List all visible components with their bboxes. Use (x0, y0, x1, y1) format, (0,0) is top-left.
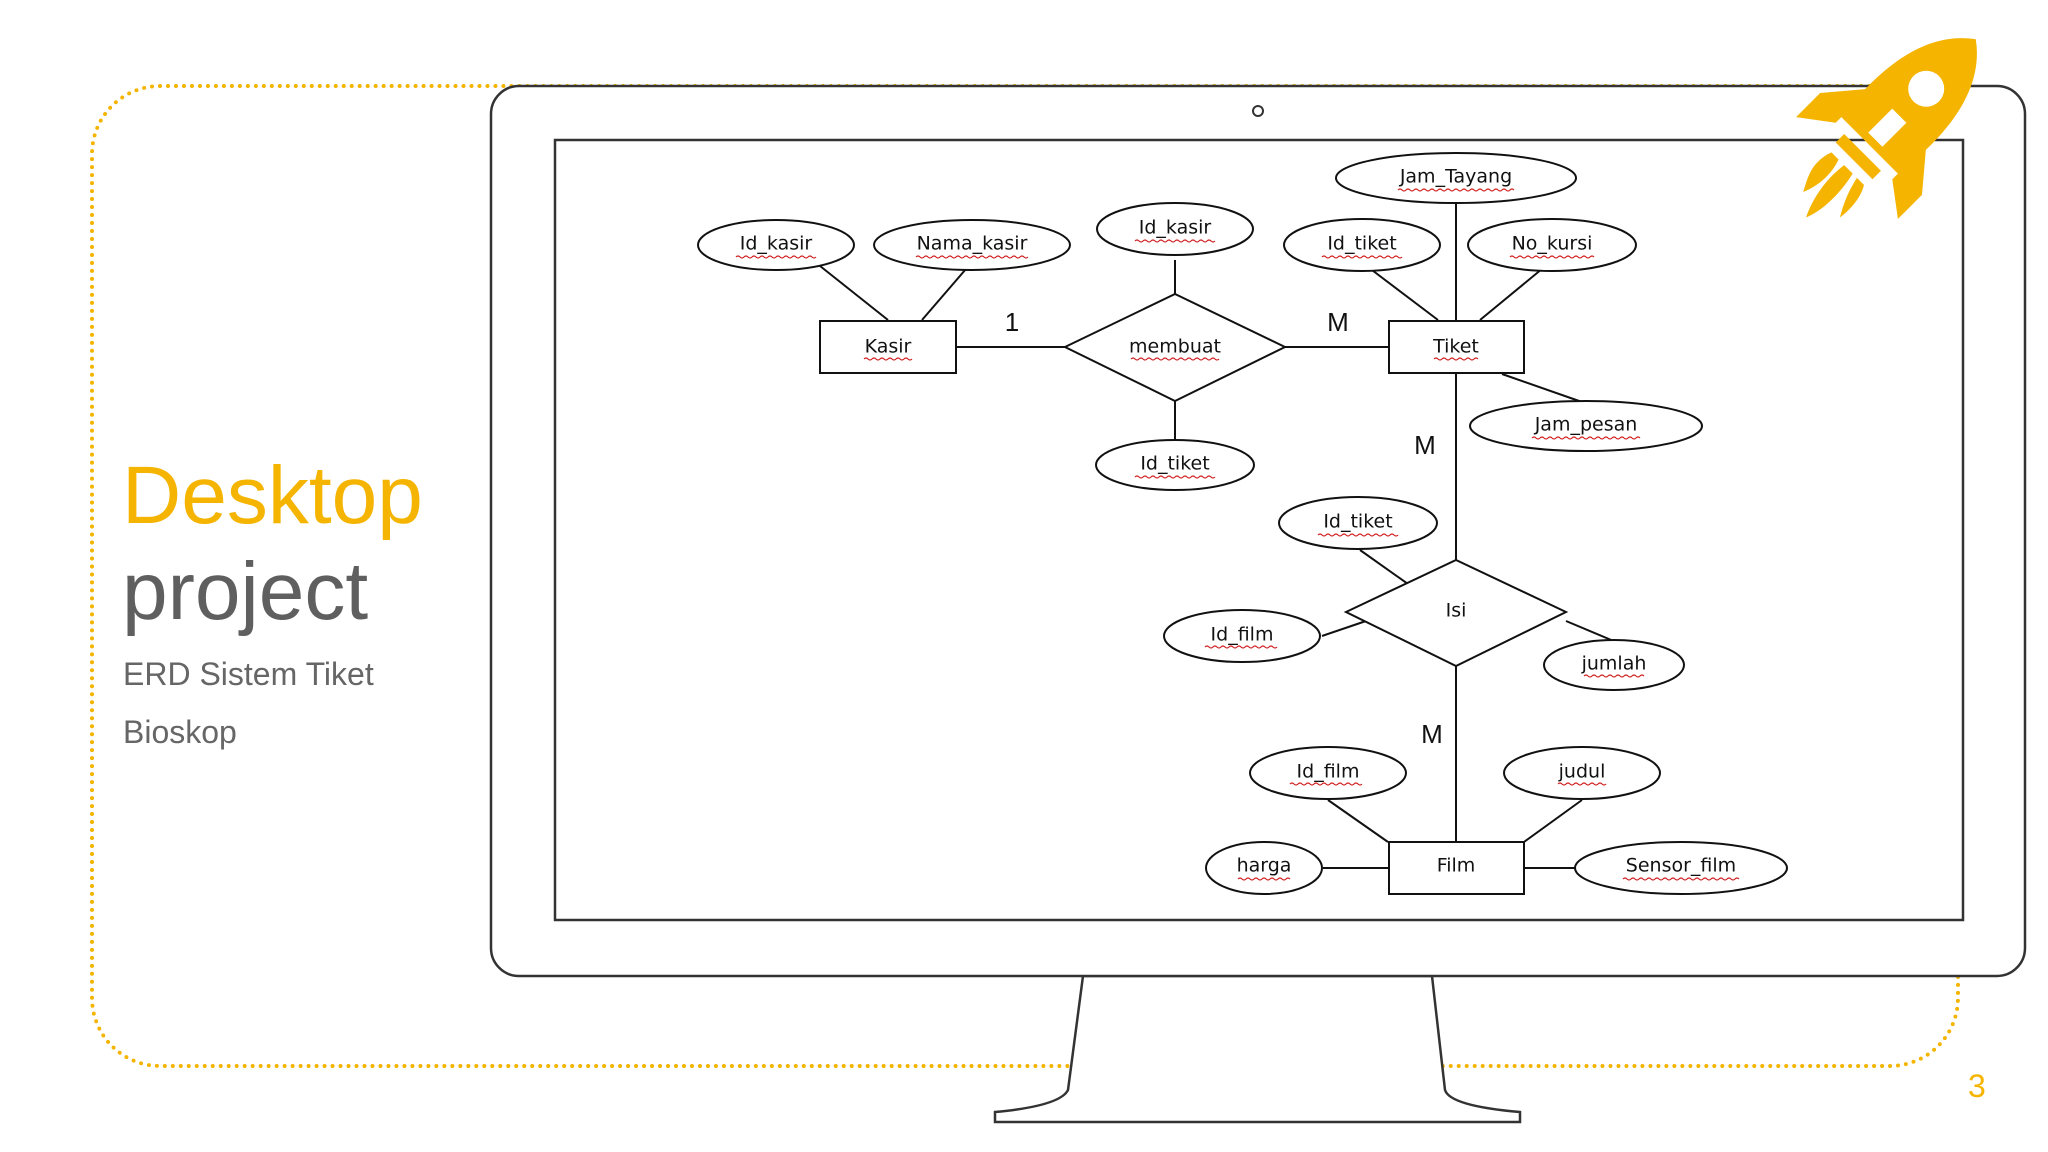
erd-attr-film-harga-label: harga (1237, 855, 1292, 877)
erd-attr-film-harga (1205, 841, 1323, 895)
erd-attr-tiket-jam-tayang (1335, 152, 1577, 204)
monitor-stand (993, 974, 1522, 1124)
title-line-desktop: Desktop (122, 450, 423, 541)
rocket-icon (1796, 38, 1977, 219)
erd-entity-tiket-label: Tiket (1432, 336, 1479, 358)
page-number: 3 (1968, 1068, 1986, 1104)
erd-attr-film-judul-label: judul (1558, 761, 1606, 783)
erd-attr-tiket-jam-tayang-label: Jam_Tayang (1399, 166, 1512, 188)
subtitle-line-1: ERD Sistem Tiket (123, 656, 374, 692)
erd-attr-film-sensor (1574, 841, 1788, 895)
erd-relationship-membuat-label: membuat (1129, 336, 1221, 358)
erd-attr-isi-id-film-label: Id_film (1211, 624, 1274, 646)
title-line-project: project (122, 546, 369, 637)
erd-attr-film-judul (1503, 746, 1661, 800)
erd-attr-isi-jumlah (1543, 639, 1685, 691)
erd-entity-film-label: Film (1437, 855, 1476, 877)
erd-cardinality-membuat-tiket: M (1327, 307, 1349, 337)
subtitle-line-2: Bioskop (123, 714, 237, 750)
erd-attr-membuat-id-kasir-label: Id_kasir (1139, 217, 1212, 239)
erd-attr-tiket-jam-pesan (1469, 400, 1703, 452)
erd-attr-tiket-no-kursi (1467, 218, 1637, 272)
erd-diagram: Kasir Tiket Film membuat Isi Id_kasir Na… (697, 152, 1788, 895)
erd-cardinality-isi-film: M (1421, 719, 1443, 749)
erd-entity-kasir-label: Kasir (865, 336, 912, 358)
erd-entity-film (1388, 841, 1525, 895)
erd-attr-isi-id-film (1163, 609, 1321, 663)
erd-attr-isi-jumlah-label: jumlah (1581, 653, 1647, 675)
erd-attr-membuat-id-tiket-label: Id_tiket (1140, 453, 1209, 475)
erd-entity-tiket (1388, 320, 1525, 374)
slide-subtitle: ERD Sistem Tiket Bioskop (123, 645, 463, 761)
erd-relationship-isi-label: Isi (1446, 600, 1467, 622)
erd-attr-isi-id-tiket-label: Id_tiket (1323, 511, 1392, 533)
erd-entity-kasir (819, 320, 957, 374)
erd-relationship-isi (1343, 558, 1569, 668)
erd-relationship-membuat (1062, 292, 1288, 403)
erd-attr-kasir-nama-label: Nama_kasir (917, 233, 1028, 255)
erd-attr-tiket-id-label: Id_tiket (1327, 233, 1396, 255)
erd-attr-tiket-jam-pesan-label: Jam_pesan (1534, 414, 1638, 436)
camera-icon (1252, 105, 1264, 117)
erd-attr-film-id (1249, 746, 1407, 800)
slide-title: Desktop project (122, 448, 423, 640)
erd-attr-tiket-no-kursi-label: No_kursi (1512, 233, 1593, 255)
erd-cardinality-tiket-isi: M (1414, 430, 1436, 460)
erd-cardinality-kasir-membuat: 1 (1005, 307, 1019, 337)
erd-attr-film-sensor-label: Sensor_film (1626, 855, 1736, 877)
erd-attr-kasir-id-label: Id_kasir (740, 233, 813, 255)
erd-attr-film-id-label: Id_film (1297, 761, 1360, 783)
